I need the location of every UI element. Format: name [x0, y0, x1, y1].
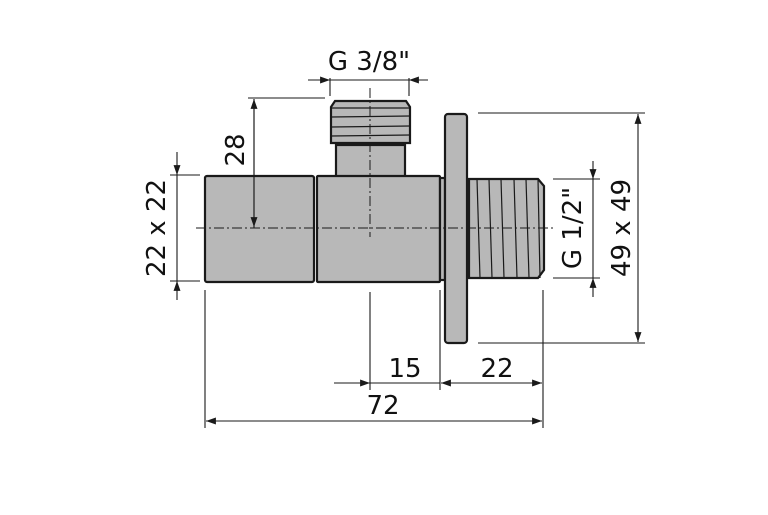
dim-thread-length: 22: [441, 354, 542, 387]
svg-text:G 3/8": G 3/8": [328, 47, 410, 77]
valve-body: [315, 174, 442, 284]
svg-text:22: 22: [480, 354, 513, 384]
svg-text:49 x 49: 49 x 49: [607, 179, 637, 277]
dim-body-section: 22 x 22: [142, 152, 200, 300]
svg-text:22 x 22: 22 x 22: [142, 179, 172, 277]
dim-outlet-thread: G 1/2": [553, 161, 600, 297]
dim-center-to-rosette: 15: [334, 354, 440, 387]
svg-text:G 1/2": G 1/2": [558, 187, 588, 269]
svg-text:28: 28: [221, 133, 251, 166]
svg-text:72: 72: [366, 391, 399, 421]
svg-text:15: 15: [388, 354, 421, 384]
dim-rosette-size: 49 x 49: [478, 112, 645, 344]
handle-block: [203, 174, 316, 284]
dim-overall-length: 72: [206, 391, 542, 425]
dim-height-to-center: 28: [221, 97, 325, 228]
dim-inlet-thread: G 3/8": [308, 47, 428, 96]
